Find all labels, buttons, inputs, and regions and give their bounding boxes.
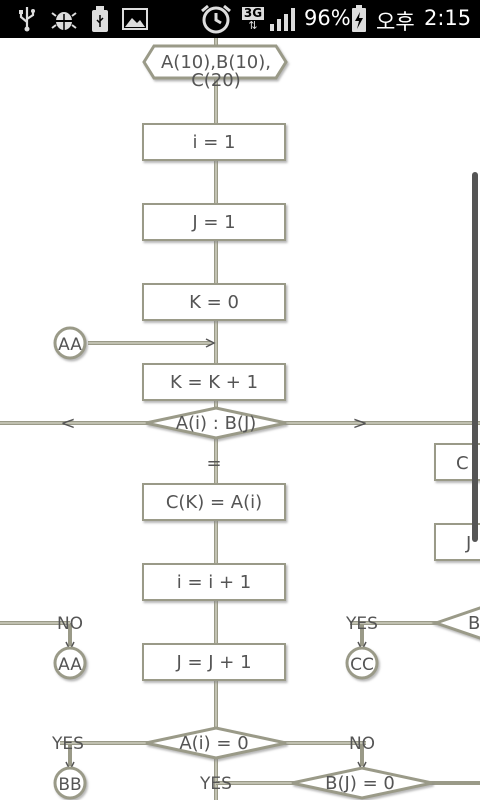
status-bar: 3G ⇅ 96% 오후 2:15 xyxy=(0,0,480,38)
process-k-inc[interactable]: K = K + 1 xyxy=(142,363,286,401)
edge-label-no: NO xyxy=(349,734,375,754)
process-j-inc[interactable]: J = J + 1 xyxy=(142,643,286,681)
process-label: C(K) = A(i) xyxy=(166,492,262,513)
flowchart-canvas[interactable]: A(10),B(10), C(20) i = 1 J = 1 K = 0 K =… xyxy=(0,38,480,800)
usb-storage-icon xyxy=(88,4,112,34)
clock-ampm: 오후 xyxy=(376,10,415,34)
edge-label-yes: YES xyxy=(51,734,84,754)
battery-charging-icon xyxy=(349,4,369,34)
arrow-right-icon xyxy=(205,338,216,348)
connector-bb[interactable]: BB xyxy=(53,766,87,800)
process-label: K = K + 1 xyxy=(170,372,258,393)
edge-label-gt: > xyxy=(352,413,367,434)
connector-label: BB xyxy=(58,775,81,795)
vertical-scrollbar[interactable] xyxy=(472,172,478,542)
clock-time: 2:15 xyxy=(424,6,472,30)
connector-label: AA xyxy=(58,335,82,355)
start-node[interactable]: A(10),B(10), C(20) xyxy=(142,44,288,91)
connector-aa-bottom[interactable]: AA xyxy=(53,646,87,680)
start-label-overflow: C(20) xyxy=(191,70,241,91)
start-label: A(10),B(10), xyxy=(161,52,271,73)
connector-label: AA xyxy=(58,655,82,675)
battery-percent: 96% xyxy=(304,6,351,30)
process-j-1[interactable]: J = 1 xyxy=(142,203,286,241)
process-label: J xyxy=(465,533,471,554)
process-label: i = i + 1 xyxy=(177,572,252,593)
connector-aa-top[interactable]: AA xyxy=(53,326,87,360)
decision-label: B xyxy=(468,613,480,634)
decision-bj-0[interactable]: B(J) = 0 xyxy=(291,766,433,800)
flowchart-svg: A(10),B(10), C(20) i = 1 J = 1 K = 0 K =… xyxy=(0,38,480,800)
decision-ai-0[interactable]: A(i) = 0 xyxy=(145,726,287,760)
connector-cc[interactable]: CC xyxy=(345,646,379,680)
decision-compare[interactable]: A(i) : B(J) xyxy=(145,406,287,440)
process-label: J = 1 xyxy=(191,212,235,233)
network-3g-icon: 3G ⇅ xyxy=(241,5,265,32)
android-debug-icon xyxy=(50,4,78,34)
process-i-inc[interactable]: i = i + 1 xyxy=(142,563,286,601)
decision-label: B(J) = 0 xyxy=(325,773,395,794)
process-label: i = 1 xyxy=(193,132,236,153)
decision-right[interactable]: B xyxy=(431,606,480,640)
edge-label-yes: YES xyxy=(345,614,378,634)
usb-icon xyxy=(14,4,40,34)
decision-label: A(i) = 0 xyxy=(179,733,248,754)
edge-label-yes: YES xyxy=(199,774,232,794)
connector-label: CC xyxy=(350,655,374,675)
process-ck-ai[interactable]: C(K) = A(i) xyxy=(142,483,286,521)
process-label: J = J + 1 xyxy=(175,652,251,673)
process-i-1[interactable]: i = 1 xyxy=(142,123,286,161)
network-type-label: 3G xyxy=(241,5,265,20)
process-label: K = 0 xyxy=(189,292,239,313)
decision-label: A(i) : B(J) xyxy=(176,413,257,434)
image-icon xyxy=(120,4,150,34)
edge-label-lt: < xyxy=(60,413,75,434)
edge-label-eq: = xyxy=(206,453,221,474)
process-label: C xyxy=(456,453,469,474)
edge-label-no: NO xyxy=(57,614,83,634)
process-k-0[interactable]: K = 0 xyxy=(142,283,286,321)
alarm-icon xyxy=(198,4,234,34)
process-right-mid[interactable]: J xyxy=(434,523,480,561)
signal-bars-icon xyxy=(268,4,300,34)
